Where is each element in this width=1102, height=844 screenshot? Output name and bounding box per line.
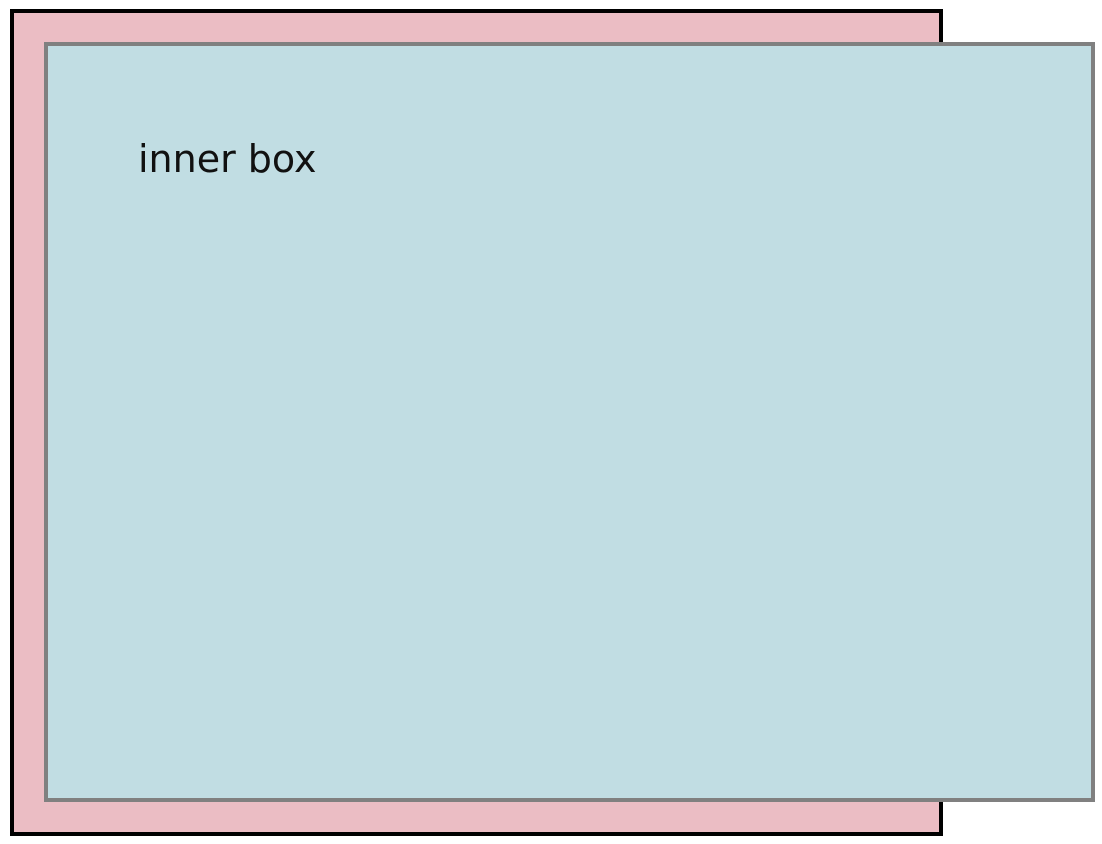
inner-box-label: inner box: [138, 137, 317, 181]
inner-box: inner box: [44, 42, 1095, 802]
